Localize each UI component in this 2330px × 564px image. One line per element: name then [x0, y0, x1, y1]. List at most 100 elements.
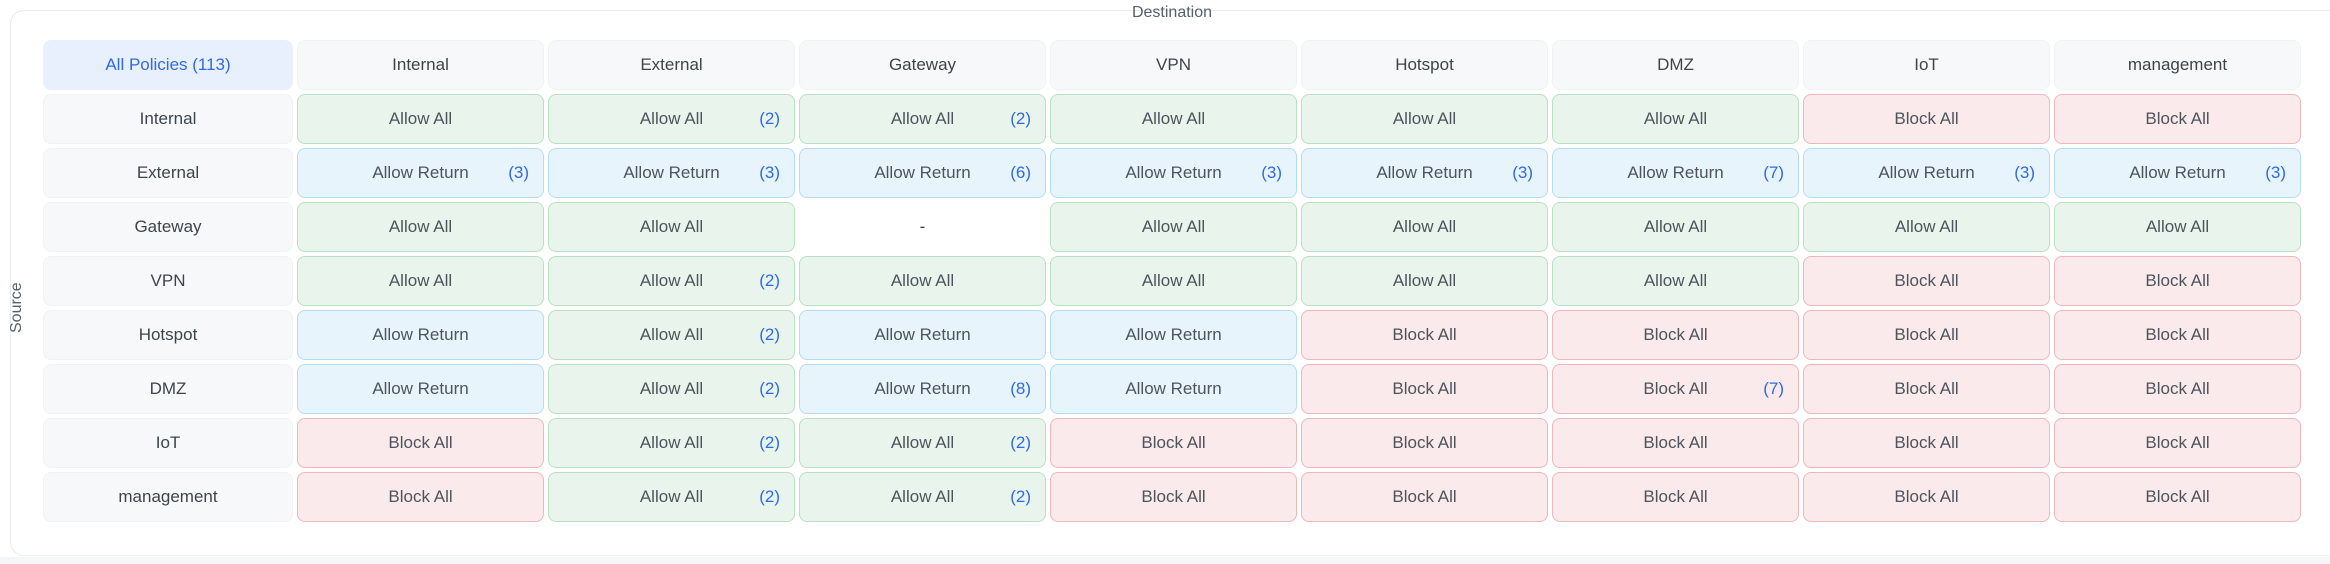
policy-action-label: Allow All — [1141, 217, 1206, 236]
policy-cell-iot-iot[interactable]: Block All — [1803, 418, 2050, 468]
policy-cell-vpn-iot[interactable]: Block All — [1803, 256, 2050, 306]
policy-action-label: Block All — [2145, 487, 2210, 506]
policy-cell-hotspot-hotspot[interactable]: Block All — [1301, 310, 1548, 360]
policy-cell-iot-gateway[interactable]: Allow All(2) — [799, 418, 1046, 468]
policy-cell-internal-hotspot[interactable]: Allow All — [1301, 94, 1548, 144]
policy-cell-external-hotspot[interactable]: Allow Return(3) — [1301, 148, 1548, 198]
policy-cell-internal-internal[interactable]: Allow All — [297, 94, 544, 144]
policy-action-label: Allow All — [890, 433, 955, 452]
policy-action-label: Block All — [1894, 433, 1959, 452]
policy-action-label: Allow All — [1141, 271, 1206, 290]
policy-cell-hotspot-management[interactable]: Block All — [2054, 310, 2301, 360]
row-header-hotspot[interactable]: Hotspot — [43, 310, 293, 360]
policy-cell-external-gateway[interactable]: Allow Return(6) — [799, 148, 1046, 198]
policy-cell-management-management[interactable]: Block All — [2054, 472, 2301, 522]
row-header-vpn[interactable]: VPN — [43, 256, 293, 306]
policy-cell-internal-management[interactable]: Block All — [2054, 94, 2301, 144]
policy-cell-vpn-external[interactable]: Allow All(2) — [548, 256, 795, 306]
policy-count-badge: (3) — [2014, 163, 2035, 182]
policy-cell-dmz-external[interactable]: Allow All(2) — [548, 364, 795, 414]
policy-cell-management-hotspot[interactable]: Block All — [1301, 472, 1548, 522]
policy-cell-gateway-hotspot[interactable]: Allow All — [1301, 202, 1548, 252]
column-header-vpn[interactable]: VPN — [1050, 40, 1297, 90]
column-header-management[interactable]: management — [2054, 40, 2301, 90]
policy-cell-vpn-hotspot[interactable]: Allow All — [1301, 256, 1548, 306]
policy-cell-internal-dmz[interactable]: Allow All — [1552, 94, 1799, 144]
policy-action-label: Allow All — [1894, 217, 1959, 236]
policy-cell-iot-hotspot[interactable]: Block All — [1301, 418, 1548, 468]
policy-cell-vpn-management[interactable]: Block All — [2054, 256, 2301, 306]
policy-cell-iot-dmz[interactable]: Block All — [1552, 418, 1799, 468]
policy-action-label: Allow All — [1643, 217, 1708, 236]
policy-cell-iot-internal[interactable]: Block All — [297, 418, 544, 468]
policy-cell-dmz-internal[interactable]: Allow Return — [297, 364, 544, 414]
row-header-gateway[interactable]: Gateway — [43, 202, 293, 252]
policy-cell-external-iot[interactable]: Allow Return(3) — [1803, 148, 2050, 198]
policy-cell-internal-external[interactable]: Allow All(2) — [548, 94, 795, 144]
policy-cell-external-internal[interactable]: Allow Return(3) — [297, 148, 544, 198]
policy-cell-external-management[interactable]: Allow Return(3) — [2054, 148, 2301, 198]
policy-cell-external-vpn[interactable]: Allow Return(3) — [1050, 148, 1297, 198]
policy-cell-vpn-internal[interactable]: Allow All — [297, 256, 544, 306]
policy-cell-hotspot-vpn[interactable]: Allow Return — [1050, 310, 1297, 360]
policy-action-label: Allow Return — [874, 379, 971, 398]
policy-cell-gateway-internal[interactable]: Allow All — [297, 202, 544, 252]
policy-cell-dmz-iot[interactable]: Block All — [1803, 364, 2050, 414]
row-header-dmz[interactable]: DMZ — [43, 364, 293, 414]
policy-cell-dmz-vpn[interactable]: Allow Return — [1050, 364, 1297, 414]
column-header-dmz[interactable]: DMZ — [1552, 40, 1799, 90]
column-header-iot[interactable]: IoT — [1803, 40, 2050, 90]
policy-cell-gateway-iot[interactable]: Allow All — [1803, 202, 2050, 252]
policy-action-label: Allow All — [1643, 109, 1708, 128]
column-header-gateway[interactable]: Gateway — [799, 40, 1046, 90]
column-header-hotspot[interactable]: Hotspot — [1301, 40, 1548, 90]
policy-cell-hotspot-iot[interactable]: Block All — [1803, 310, 2050, 360]
policy-cell-hotspot-gateway[interactable]: Allow Return — [799, 310, 1046, 360]
page-bottom-strip — [0, 557, 2330, 564]
policy-cell-management-dmz[interactable]: Block All — [1552, 472, 1799, 522]
policy-cell-dmz-gateway[interactable]: Allow Return(8) — [799, 364, 1046, 414]
destination-axis-label: Destination — [1131, 4, 1213, 21]
policy-cell-management-iot[interactable]: Block All — [1803, 472, 2050, 522]
policy-cell-iot-vpn[interactable]: Block All — [1050, 418, 1297, 468]
policy-cell-iot-management[interactable]: Block All — [2054, 418, 2301, 468]
row-header-external[interactable]: External — [43, 148, 293, 198]
policy-cell-hotspot-internal[interactable]: Allow Return — [297, 310, 544, 360]
row-header-internal[interactable]: Internal — [43, 94, 293, 144]
all-policies-button[interactable]: All Policies (113) — [43, 40, 293, 90]
policy-cell-hotspot-dmz[interactable]: Block All — [1552, 310, 1799, 360]
policy-cell-vpn-dmz[interactable]: Allow All — [1552, 256, 1799, 306]
column-header-external[interactable]: External — [548, 40, 795, 90]
policy-cell-hotspot-external[interactable]: Allow All(2) — [548, 310, 795, 360]
row-header-management[interactable]: management — [43, 472, 293, 522]
policy-cell-vpn-gateway[interactable]: Allow All — [799, 256, 1046, 306]
policy-cell-iot-external[interactable]: Allow All(2) — [548, 418, 795, 468]
policy-cell-dmz-hotspot[interactable]: Block All — [1301, 364, 1548, 414]
policy-cell-dmz-dmz[interactable]: Block All(7) — [1552, 364, 1799, 414]
policy-cell-gateway-dmz[interactable]: Allow All — [1552, 202, 1799, 252]
policy-cell-internal-iot[interactable]: Block All — [1803, 94, 2050, 144]
policy-cell-management-gateway[interactable]: Allow All(2) — [799, 472, 1046, 522]
policy-cell-management-internal[interactable]: Block All — [297, 472, 544, 522]
policy-count-badge: (3) — [759, 163, 780, 182]
column-header-internal[interactable]: Internal — [297, 40, 544, 90]
policy-cell-vpn-vpn[interactable]: Allow All — [1050, 256, 1297, 306]
policy-cell-dmz-management[interactable]: Block All — [2054, 364, 2301, 414]
policy-action-label: Allow All — [639, 379, 704, 398]
policy-action-label: Allow All — [388, 217, 453, 236]
policy-cell-management-external[interactable]: Allow All(2) — [548, 472, 795, 522]
policy-cell-management-vpn[interactable]: Block All — [1050, 472, 1297, 522]
policy-action-label: Allow Return — [2129, 163, 2226, 182]
policy-cell-gateway-vpn[interactable]: Allow All — [1050, 202, 1297, 252]
policy-cell-internal-vpn[interactable]: Allow All — [1050, 94, 1297, 144]
policy-cell-gateway-external[interactable]: Allow All — [548, 202, 795, 252]
policy-cell-external-dmz[interactable]: Allow Return(7) — [1552, 148, 1799, 198]
policy-cell-internal-gateway[interactable]: Allow All(2) — [799, 94, 1046, 144]
policy-cell-gateway-management[interactable]: Allow All — [2054, 202, 2301, 252]
policy-action-label: Block All — [388, 487, 453, 506]
policy-action-label: Block All — [388, 433, 453, 452]
policy-action-label: Allow Return — [623, 163, 720, 182]
policy-action-label: Block All — [1894, 271, 1959, 290]
policy-cell-external-external[interactable]: Allow Return (3) — [548, 148, 795, 198]
row-header-iot[interactable]: IoT — [43, 418, 293, 468]
